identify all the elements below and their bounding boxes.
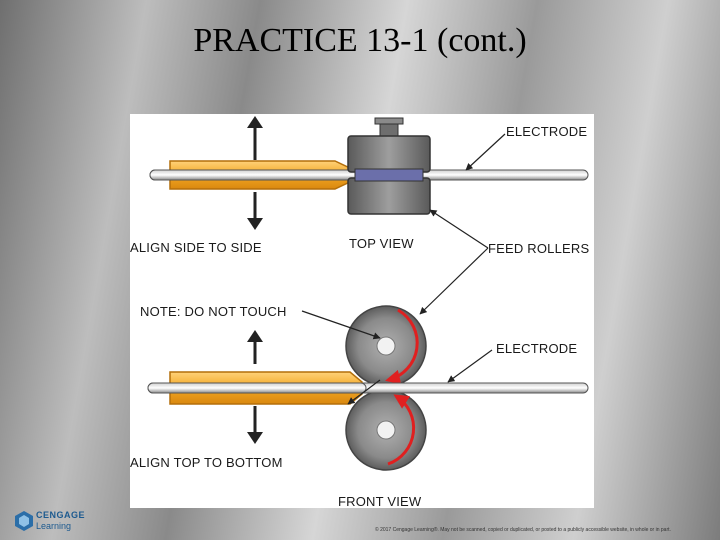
diagram-drawing — [147, 116, 589, 471]
label-electrode-front: ELECTRODE — [496, 341, 578, 356]
label-align-top-to-bottom: ALIGN TOP TO BOTTOM — [130, 455, 283, 470]
label-front-view: FRONT VIEW — [338, 494, 422, 509]
label-align-side-to-side: ALIGN SIDE TO SIDE — [130, 240, 262, 255]
top-align-arrow — [247, 116, 263, 230]
label-note-do-not-touch: NOTE: DO NOT TOUCH — [140, 304, 287, 319]
label-feed-rollers: FEED ROLLERS — [488, 241, 590, 256]
cengage-logo: CENGAGE Learning — [14, 510, 94, 534]
label-top-view: TOP VIEW — [349, 236, 414, 251]
upper-feed-roller — [345, 305, 427, 387]
logo-text-cengage: CENGAGE — [36, 510, 86, 520]
lower-feed-roller — [345, 389, 427, 471]
copyright-notice: © 2017 Cengage Learning®. May not be sca… — [375, 527, 671, 533]
front-align-arrow — [247, 330, 263, 444]
label-electrode-top: ELECTRODE — [506, 124, 588, 139]
feed-roller-diagram: ELECTRODE ALIGN SIDE TO SIDE TOP VIEW FE… — [130, 114, 594, 509]
slide-title: PRACTICE 13-1 (cont.) — [193, 22, 527, 59]
feed-roller-block-top — [347, 117, 431, 215]
cengage-logo-icon — [15, 511, 33, 531]
logo-text-learning: Learning — [36, 521, 72, 531]
